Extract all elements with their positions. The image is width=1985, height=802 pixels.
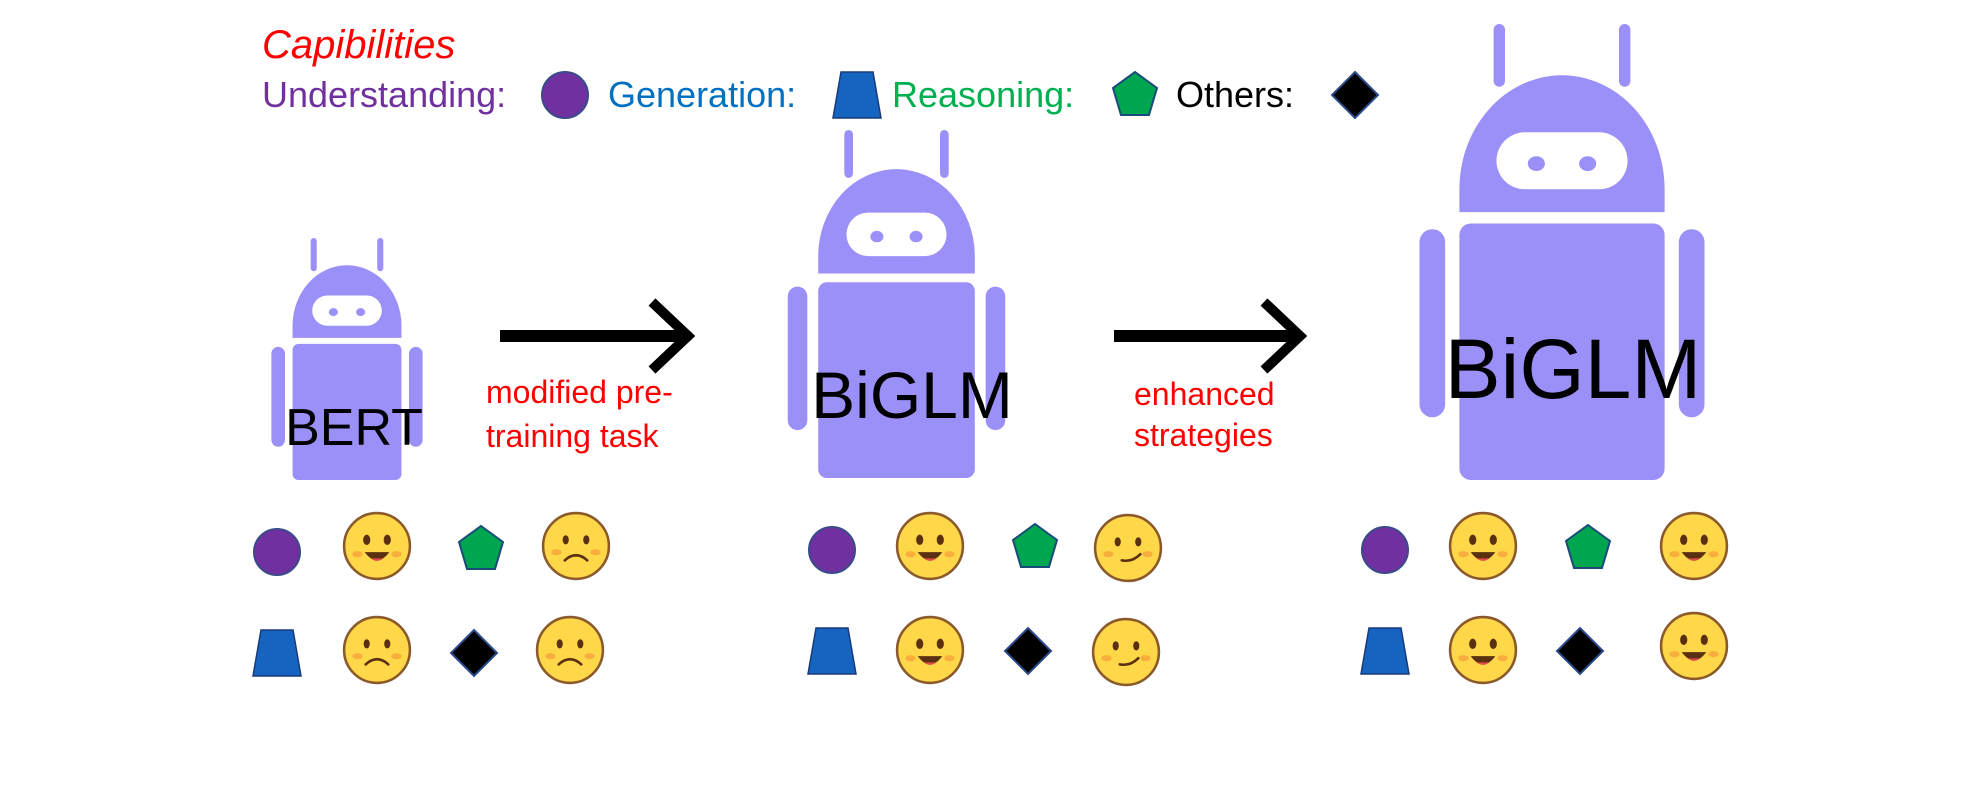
reasoning-pentagon-icon (458, 525, 504, 570)
happy-face-icon (895, 511, 965, 581)
reasoning-pentagon-icon (1565, 524, 1611, 569)
happy-face-icon (895, 615, 965, 685)
legend-title: Capibilities (262, 23, 455, 67)
capabilities-bert (252, 511, 611, 685)
happy-face-icon (1448, 511, 1518, 581)
sad-face-icon (541, 511, 611, 581)
legend-label-generation: Generation: (608, 74, 796, 115)
happy-face-icon (342, 511, 412, 581)
transition-2: enhanced strategies (1114, 298, 1308, 453)
neutral-face-icon (1093, 513, 1163, 583)
transition-label-line1: modified pre- (486, 374, 673, 410)
reasoning-pentagon-icon (1012, 523, 1058, 568)
generation-trapezoid-icon (252, 629, 302, 677)
model-label: BERT (285, 399, 423, 457)
generation-trapezoid-icon (807, 627, 857, 675)
transition-label-line1: enhanced (1134, 376, 1275, 412)
legend-label-reasoning: Reasoning: (892, 74, 1074, 115)
sad-face-icon (535, 615, 605, 685)
arrow-head (648, 298, 696, 374)
sad-face-icon (342, 615, 412, 685)
capabilities-biglm-large (1360, 511, 1729, 685)
generation-trapezoid-icon (1360, 627, 1410, 675)
others-diamond-icon (1331, 71, 1379, 119)
model-bert: BERT (271, 238, 423, 480)
arrow-head (1260, 298, 1308, 374)
transition-label-line2: training task (486, 418, 660, 454)
legend-label-understanding: Understanding: (262, 74, 506, 115)
model-biglm-large: BiGLM (1419, 24, 1705, 480)
model-label: BiGLM (811, 358, 1013, 432)
transition-1: modified pre- training task (486, 298, 696, 454)
happy-face-icon (1448, 615, 1518, 685)
others-diamond-icon (1004, 627, 1052, 675)
others-diamond-icon (1556, 627, 1604, 675)
understanding-circle-icon (1361, 526, 1409, 574)
understanding-circle-icon (541, 71, 589, 119)
legend-label-others: Others: (1176, 74, 1294, 115)
reasoning-pentagon-icon (1112, 71, 1158, 116)
happy-face-icon (1659, 611, 1729, 681)
understanding-circle-icon (808, 526, 856, 574)
others-diamond-icon (450, 629, 498, 677)
model-label: BiGLM (1445, 322, 1702, 416)
understanding-circle-icon (253, 528, 301, 576)
happy-face-icon (1659, 511, 1729, 581)
model-biglm-medium: BiGLM (787, 130, 1013, 478)
legend: Capibilities Understanding: Generation: … (262, 23, 1379, 119)
neutral-face-icon (1091, 617, 1161, 687)
transition-label-line2: strategies (1134, 417, 1273, 453)
capabilities-biglm-medium (807, 511, 1163, 687)
generation-trapezoid-icon (832, 71, 882, 119)
